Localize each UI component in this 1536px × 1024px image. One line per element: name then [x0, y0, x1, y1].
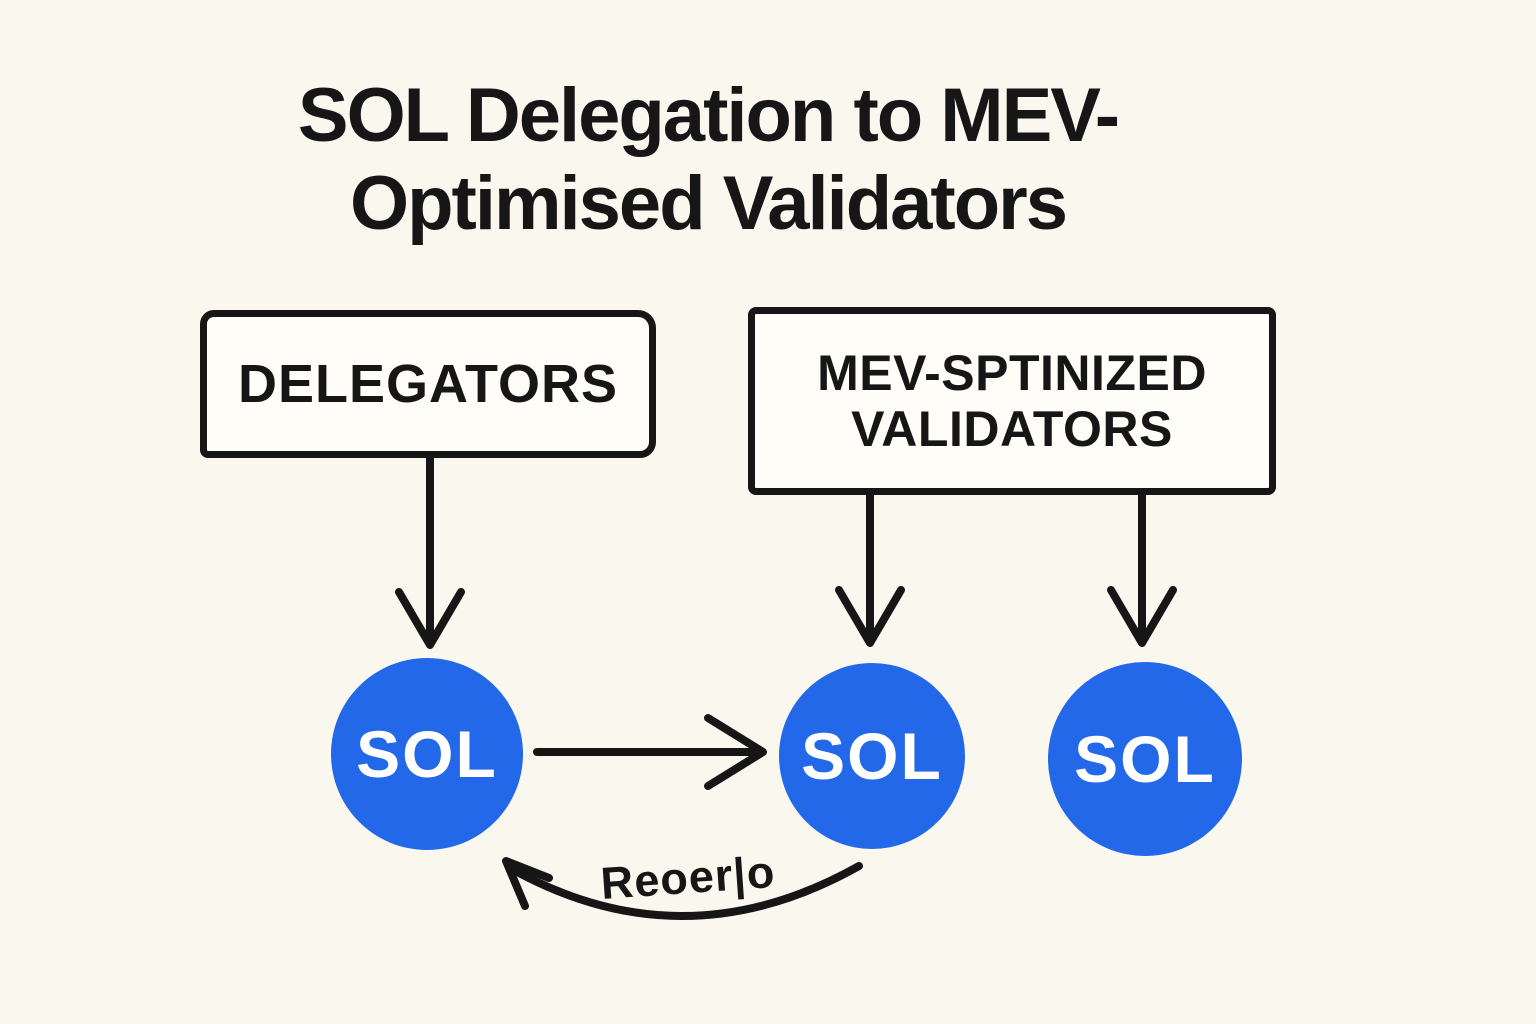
arrow-validators-to-sol-right: [1107, 492, 1177, 647]
arrow-delegators-to-sol: [395, 454, 465, 649]
reward-arrow-label: Reoer|o: [599, 845, 777, 910]
sol-circle-validator-1: SOL: [779, 663, 965, 849]
arrow-sol-to-sol: [533, 714, 767, 790]
delegators-box: DELEGATORS: [200, 310, 656, 458]
sol-circle-label: SOL: [1074, 722, 1216, 796]
sol-circle-label: SOL: [356, 717, 498, 791]
validators-box-label: MEV-SPTINIZED VALIDATORS: [817, 345, 1207, 457]
validators-box: MEV-SPTINIZED VALIDATORS: [748, 307, 1276, 495]
arrow-validators-to-sol-middle: [835, 492, 905, 647]
sol-circle-label: SOL: [801, 719, 943, 793]
sol-circle-delegator: SOL: [331, 658, 523, 850]
diagram-title: SOL Delegation to MEV- Optimised Validat…: [297, 73, 1120, 247]
delegators-box-label: DELEGATORS: [237, 354, 619, 414]
sol-circle-validator-2: SOL: [1048, 662, 1242, 856]
